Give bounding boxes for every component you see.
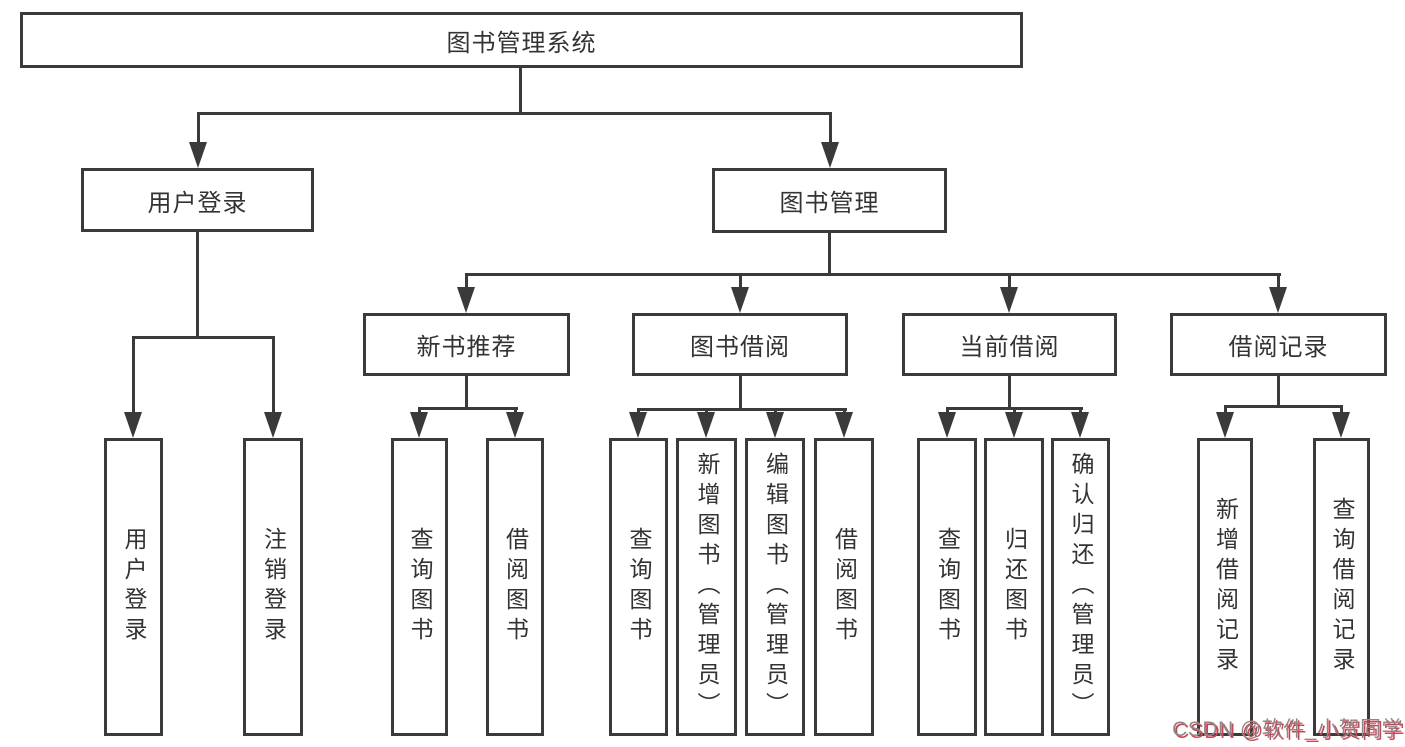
leaf-user-login-label: 用户登录	[121, 527, 147, 647]
arrow-down-icon	[766, 412, 784, 438]
arrow-down-icon	[629, 412, 647, 438]
connector-stub-user-login	[197, 112, 200, 145]
arrow-down-icon	[1332, 412, 1350, 438]
leaf-borrow-books-rec-label: 借阅图书	[502, 527, 529, 647]
connector-user-login-split	[132, 336, 275, 339]
connector-root-split	[197, 112, 832, 115]
arrow-down-icon	[938, 412, 956, 438]
node-current-borrow-label: 当前借阅	[959, 334, 1060, 361]
leaf-return-books: 归还图书	[984, 438, 1044, 736]
arrow-down-icon	[1000, 287, 1018, 313]
connector-book-borrow-feed	[739, 376, 742, 411]
leaf-add-borrow-record: 新增借阅记录	[1197, 438, 1253, 736]
connector-stub	[418, 407, 421, 416]
arrow-down-icon	[731, 287, 749, 313]
connector-stub	[1340, 405, 1343, 416]
arrow-down-icon	[1005, 412, 1023, 438]
leaf-edit-books-label: 编辑图书（管理员）	[762, 452, 789, 722]
node-book-borrow-label: 图书借阅	[690, 334, 790, 361]
arrow-down-icon	[410, 412, 428, 438]
node-borrow-records-label: 借阅记录	[1228, 334, 1329, 361]
arrow-down-icon	[264, 412, 282, 438]
connector-book-mgmt-feed	[828, 233, 831, 276]
leaf-user-login: 用户登录	[104, 438, 163, 736]
leaf-confirm-return: 确认归还（管理员）	[1051, 438, 1110, 736]
connector-stub	[946, 407, 949, 416]
connector-stub-book-mgmt	[829, 112, 832, 145]
node-book-borrow: 图书借阅	[632, 313, 848, 376]
node-user-login-label: 用户登录	[147, 189, 248, 217]
leaf-query-books-rec-label: 查询图书	[407, 527, 433, 647]
connector-stub-current-borrow	[1008, 273, 1011, 291]
node-book-mgmt: 图书管理	[712, 168, 947, 233]
connector-book-borrow-split	[637, 408, 847, 411]
leaf-query-borrow-record-label: 查询借阅记录	[1329, 497, 1355, 677]
leaf-confirm-return-label: 确认归还（管理员）	[1068, 452, 1094, 722]
connector-new-book-rec-feed	[465, 376, 468, 410]
arrow-down-icon	[835, 412, 853, 438]
node-borrow-records: 借阅记录	[1170, 313, 1387, 376]
connector-current-borrow-feed	[1008, 376, 1011, 410]
arrow-down-icon	[1071, 412, 1089, 438]
node-root-library-system: 图书管理系统	[20, 12, 1023, 68]
leaf-borrow-books-bb-label: 借阅图书	[831, 527, 858, 647]
leaf-return-books-label: 归还图书	[1001, 527, 1028, 647]
arrow-down-icon	[1269, 287, 1287, 313]
connector-stub	[514, 407, 517, 416]
connector-stub	[1013, 407, 1016, 416]
leaf-query-books-bb-label: 查询图书	[626, 527, 652, 647]
node-current-borrow: 当前借阅	[902, 313, 1117, 376]
arrow-down-icon	[189, 142, 207, 168]
connector-stub-leaf-user-login	[132, 336, 135, 416]
arrow-down-icon	[506, 412, 524, 438]
arrow-down-icon	[1216, 412, 1234, 438]
leaf-add-books-label: 新增图书（管理员）	[694, 452, 720, 722]
leaf-add-books: 新增图书（管理员）	[676, 438, 737, 736]
leaf-logout-label: 注销登录	[260, 527, 287, 647]
leaf-query-books-cur: 查询图书	[917, 438, 977, 736]
connector-stub	[1224, 405, 1227, 416]
arrow-down-icon	[697, 412, 715, 438]
leaf-query-books-cur-label: 查询图书	[934, 527, 961, 647]
csdn-watermark: CSDN @软件_小贺同学	[1172, 718, 1403, 741]
connector-stub-leaf-logout	[272, 336, 275, 416]
node-user-login: 用户登录	[81, 168, 314, 232]
leaf-edit-books: 编辑图书（管理员）	[745, 438, 805, 736]
connector-stub	[1079, 407, 1082, 416]
node-root-label: 图书管理系统	[446, 29, 597, 57]
connector-root-feed	[519, 68, 522, 114]
leaf-query-borrow-record: 查询借阅记录	[1313, 438, 1370, 736]
connector-stub-new-book-rec	[465, 273, 468, 291]
leaf-query-books-bb: 查询图书	[609, 438, 668, 736]
arrow-down-icon	[821, 142, 839, 168]
connector-book-mgmt-split	[465, 273, 1281, 276]
leaf-add-borrow-record-label: 新增借阅记录	[1212, 497, 1239, 677]
leaf-logout: 注销登录	[243, 438, 303, 736]
node-new-book-rec: 新书推荐	[363, 313, 570, 376]
node-book-mgmt-label: 图书管理	[779, 190, 880, 217]
arrow-down-icon	[457, 287, 475, 313]
connector-borrow-records-feed	[1277, 376, 1280, 408]
leaf-query-books-rec: 查询图书	[391, 438, 448, 736]
connector-user-login-feed	[196, 232, 199, 339]
leaf-borrow-books-bb: 借阅图书	[814, 438, 874, 736]
connector-stub-book-borrow	[739, 273, 742, 291]
node-new-book-rec-label: 新书推荐	[416, 334, 517, 361]
arrow-down-icon	[124, 412, 142, 438]
connector-borrow-records-split	[1224, 405, 1343, 408]
leaf-borrow-books-rec: 借阅图书	[486, 438, 544, 736]
connector-stub-borrow-records	[1277, 273, 1280, 291]
connector-new-book-rec-split	[418, 407, 518, 410]
